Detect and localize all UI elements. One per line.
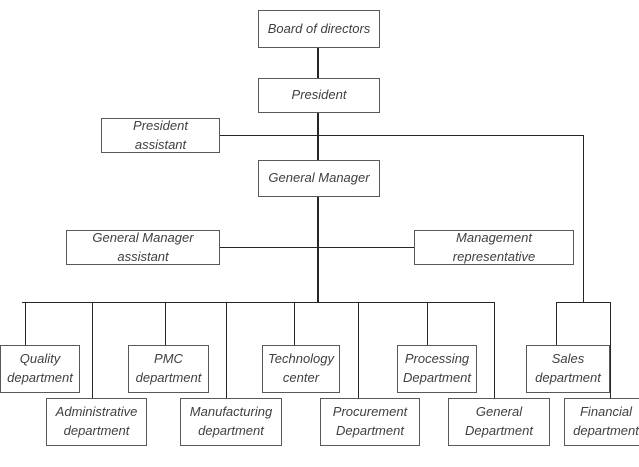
connector-sales-branch-bus xyxy=(556,302,611,303)
connector-board-to-president xyxy=(317,48,319,78)
node-pres_asst[interactable]: President assistant xyxy=(101,118,220,153)
node-label-board: Board of directors xyxy=(267,20,371,36)
connector-drop-quality xyxy=(25,302,26,345)
connector-president-to-gm xyxy=(317,113,319,160)
node-gm_asst[interactable]: General Manager assistant xyxy=(66,230,220,265)
connector-main-bus xyxy=(22,302,494,303)
connector-drop-technology xyxy=(294,302,295,345)
connector-president-assistant-link xyxy=(220,135,583,136)
connector-gm-spine xyxy=(317,197,319,302)
node-gen_manager[interactable]: General Manager xyxy=(258,160,380,197)
node-label-gm_asst: General Manager assistant xyxy=(92,229,194,264)
node-mgmt_rep[interactable]: Management representative xyxy=(414,230,574,265)
connector-drop-processing xyxy=(427,302,428,345)
node-board[interactable]: Board of directors xyxy=(258,10,380,48)
connector-drop-procurement xyxy=(358,302,359,398)
connector-president-assistant-riser xyxy=(583,135,584,302)
connector-drop-sales xyxy=(556,302,557,345)
connector-drop-administrative xyxy=(92,302,93,398)
node-label-mgmt_rep: Management representative xyxy=(452,229,536,264)
connector-drop-manufacturing xyxy=(226,302,227,398)
connector-drop-pmc xyxy=(165,302,166,345)
node-president[interactable]: President xyxy=(258,78,380,113)
connector-drop-financial xyxy=(610,302,611,398)
node-label-president: President xyxy=(291,87,347,103)
connector-drop-general-department xyxy=(494,302,495,398)
connector-gm-assistant-link xyxy=(220,247,414,248)
node-label-pres_asst: President assistant xyxy=(133,117,188,152)
node-label-gen_manager: General Manager xyxy=(268,170,370,186)
